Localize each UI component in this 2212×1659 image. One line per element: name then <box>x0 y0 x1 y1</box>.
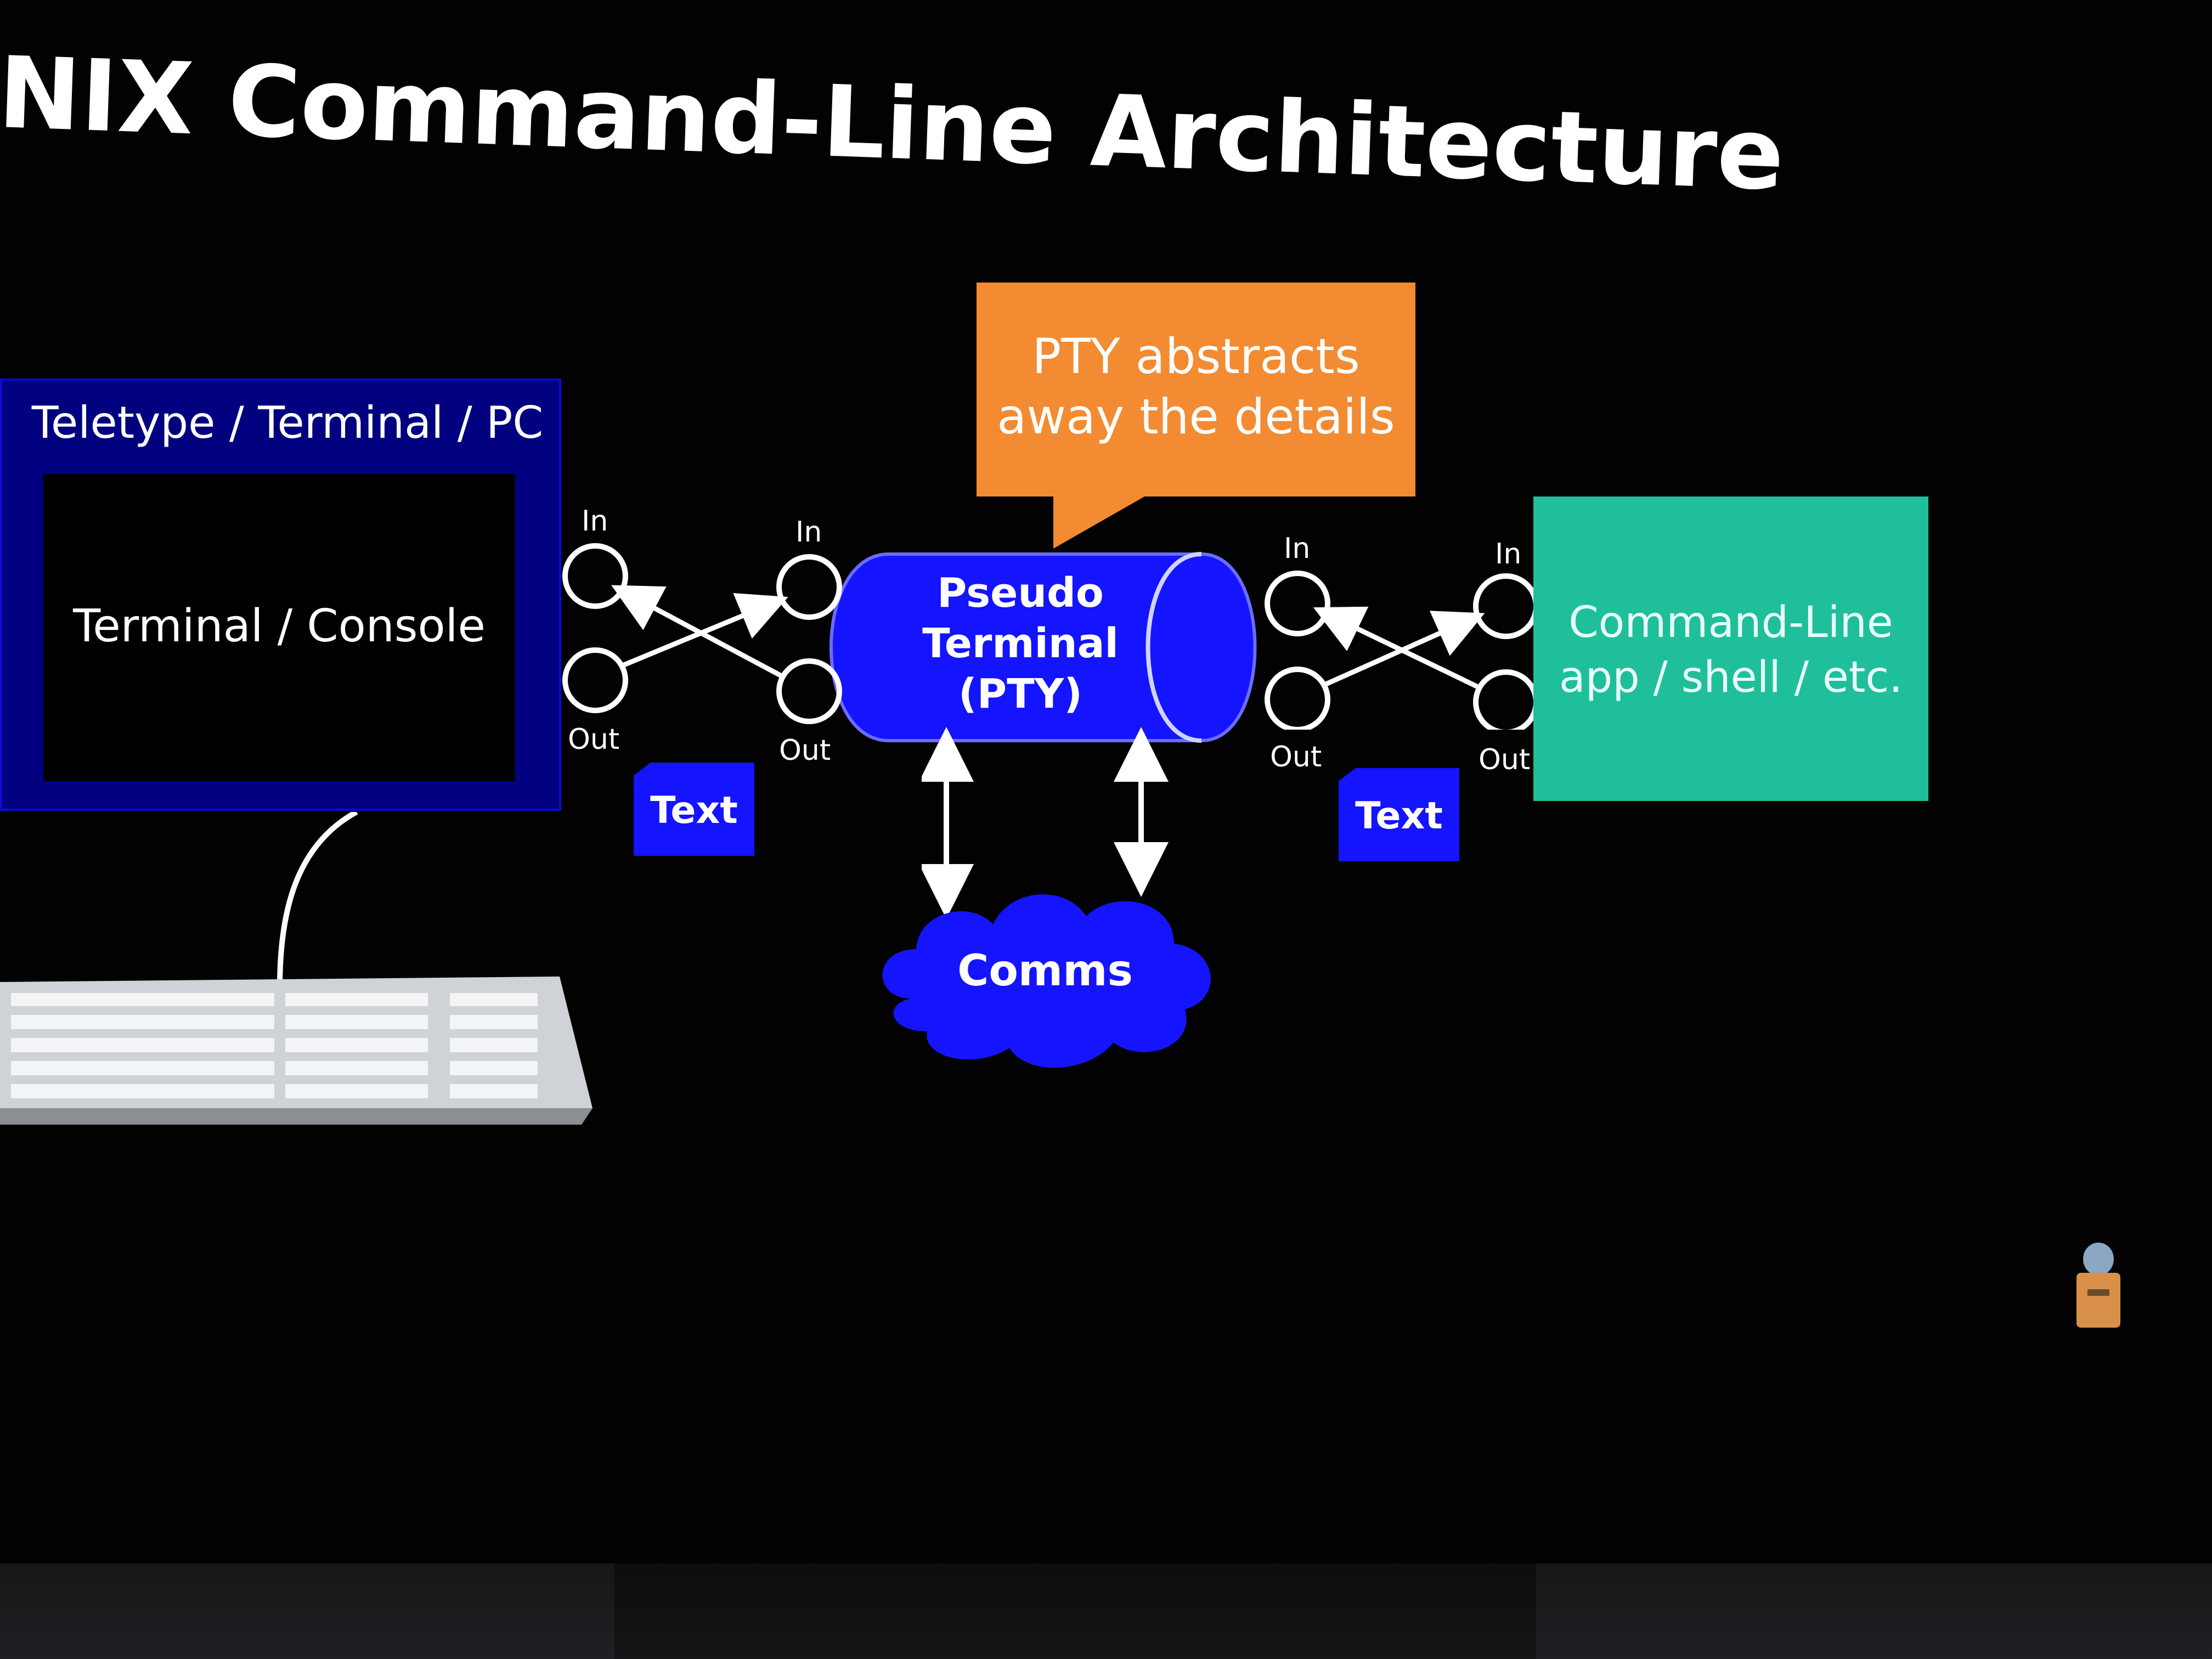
callout-box: PTY abstracts away the details <box>977 283 1415 496</box>
callout-text: PTY abstracts away the details <box>977 326 1415 447</box>
projected-screen: NIX Command-Line Architecture Teletype /… <box>0 36 2120 1328</box>
port-label-left-out-a: Out <box>568 723 620 756</box>
comms-arrows <box>922 727 1169 919</box>
app-label: Command-Line app / shell / etc. <box>1533 595 1928 705</box>
comms-label: Comms <box>957 946 1133 996</box>
port-label-left-out-b: Out <box>779 734 831 767</box>
console-label: Terminal / Console <box>73 600 486 652</box>
port-label-right-out-a: Out <box>1270 741 1322 774</box>
connector-right <box>1265 571 1539 730</box>
app-box: Command-Line app / shell / etc. <box>1533 496 1928 801</box>
console-panel: Terminal / Console <box>43 474 515 781</box>
pty-line-2: Terminal <box>922 620 1119 667</box>
teletype-box: Teletype / Terminal / PC Terminal / Cons… <box>0 379 561 811</box>
text-badge-right-label: Text <box>1355 794 1443 838</box>
pty-line-1: Pseudo <box>937 569 1104 617</box>
text-badge-right: Text <box>1339 768 1459 861</box>
pty-line-3: (PTY) <box>958 670 1082 718</box>
slide-title: NIX Command-Line Architecture <box>0 36 1786 213</box>
cloud-icon <box>882 894 1211 1068</box>
port-label-right-out-b: Out <box>1479 743 1531 776</box>
cable-icon <box>277 812 358 988</box>
slide: NIX Command-Line Architecture Teletype /… <box>0 36 2120 1328</box>
app-line-1: Command-Line <box>1568 598 1893 647</box>
sticker-icon <box>2076 1243 2120 1328</box>
pty-label: Pseudo Terminal (PTY) <box>878 568 1163 719</box>
app-line-2: app / shell / etc. <box>1559 653 1903 702</box>
text-badge-left: Text <box>634 763 754 856</box>
teletype-label: Teletype / Terminal / PC <box>31 397 544 448</box>
connector-left <box>562 543 842 724</box>
text-badge-left-label: Text <box>650 789 738 832</box>
callout-tail <box>1053 483 1169 549</box>
callout-line-1: PTY abstracts <box>1032 328 1360 385</box>
callout-line-2: away the details <box>997 388 1395 445</box>
port-label-left-in-b: In <box>795 516 822 549</box>
port-label-left-in-a: In <box>582 505 608 538</box>
port-label-right-in-b: In <box>1495 538 1522 571</box>
keyboard-icon <box>0 977 592 1125</box>
port-label-right-in-a: In <box>1284 532 1311 565</box>
